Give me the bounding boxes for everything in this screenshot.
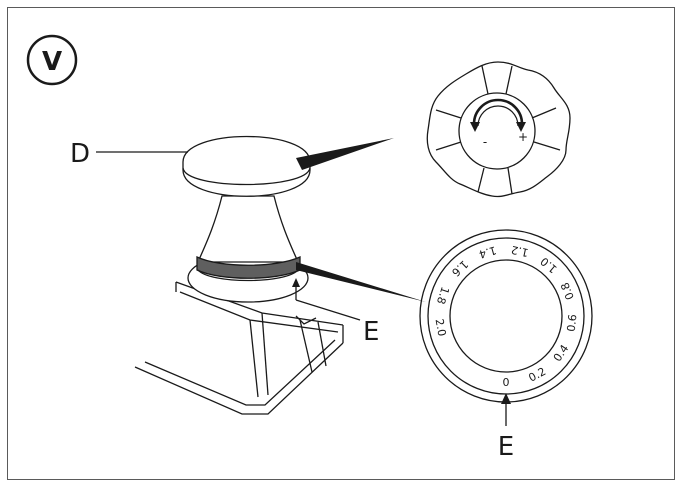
base-inner-edge: [144, 339, 336, 406]
knob-top-view: [426, 61, 571, 198]
base-groove-2: [317, 321, 327, 367]
knob-cap: [182, 135, 311, 197]
scale-ring-middle: [427, 237, 585, 395]
knob-top-inner-ring: [458, 92, 536, 170]
base-outer-edge: [134, 342, 344, 415]
scale-tick-label: 2.0: [433, 318, 449, 337]
label-e-body: E: [363, 317, 379, 347]
grip-rib-4: [533, 141, 561, 151]
base-front-corner: [261, 312, 269, 396]
minus-sign: -: [483, 135, 487, 149]
e-body-leader: [295, 299, 361, 321]
figure-frame: [7, 7, 675, 480]
label-d: D: [70, 139, 90, 169]
grip-rib-1: [481, 65, 489, 95]
adjust-arc-outer: [472, 98, 524, 125]
knob-cap-rim: [182, 167, 311, 186]
band-callout-wedge: [296, 262, 426, 302]
base-front-corner-2: [249, 319, 259, 398]
plus-sign: +: [518, 130, 528, 144]
e-scale-arrow-head: [501, 393, 511, 404]
base-groove-1: [299, 319, 313, 373]
knob-assembly: [182, 135, 311, 303]
scale-tick-label: 0.8: [558, 281, 577, 302]
grip-rib-6: [477, 167, 485, 193]
grip-rib-5: [507, 167, 513, 195]
scale-tick-label: 0.2: [526, 365, 548, 385]
grip-rib-2: [505, 65, 513, 95]
knob-top-outline: [426, 61, 571, 198]
step-badge-circle: [26, 34, 78, 86]
band-lower-edge: [197, 269, 299, 282]
grip-rib-7: [435, 141, 462, 151]
grip-rib-3: [531, 107, 557, 119]
device-base: [134, 281, 344, 415]
scale-tick-label: 1.8: [434, 285, 452, 306]
step-badge: V: [26, 34, 78, 86]
scale-tick-label: 1.2: [510, 243, 530, 259]
label-e-scale: E: [498, 432, 514, 462]
scale-tick-label: 0: [503, 376, 510, 389]
e-body-arrow-head: [292, 278, 300, 287]
adjust-arc-inner: [477, 105, 519, 127]
scale-ring-inner: [449, 259, 563, 373]
scale-tick-label: 1.4: [477, 243, 497, 260]
grip-rib-8: [435, 109, 462, 119]
scale-tick-label: 0.6: [565, 314, 580, 333]
arrow-plus-head: [516, 122, 526, 132]
step-badge-label: V: [42, 47, 62, 77]
cap-callout-wedge: [296, 138, 394, 170]
knob-neck: [197, 195, 299, 263]
e-body-pointer: [292, 278, 361, 321]
arrow-minus-head: [470, 122, 480, 132]
base-notch: [295, 315, 317, 325]
